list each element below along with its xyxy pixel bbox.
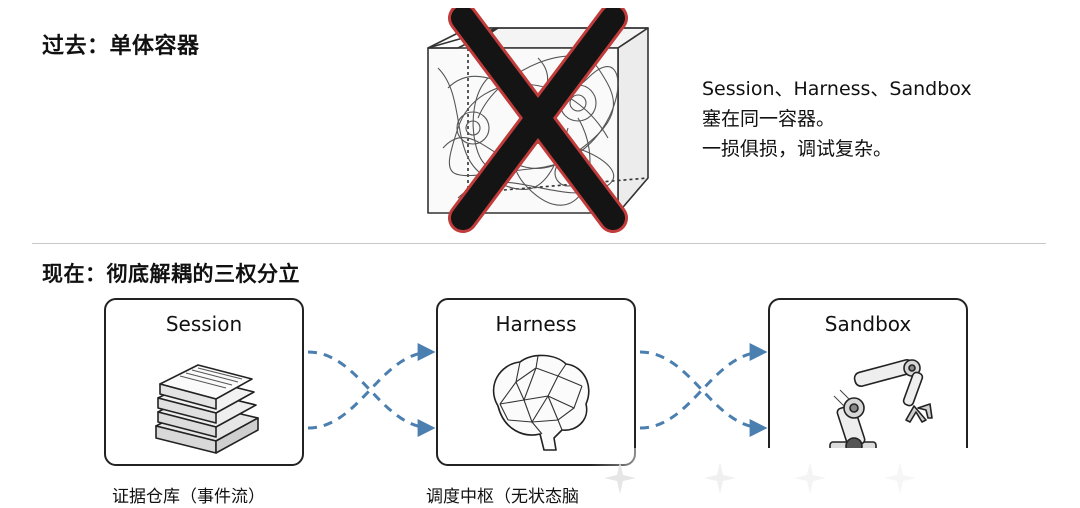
section-divider <box>32 243 1046 244</box>
past-description-line: 一损俱损，调试复杂。 <box>702 138 893 160</box>
past-description-line: 塞在同一容器。 <box>702 108 836 130</box>
cross-mark-icon <box>448 8 628 233</box>
present-section-title: 现在：彻底解耦的三权分立 <box>42 262 300 286</box>
harness-card-title: Harness <box>495 312 577 336</box>
flow-arrow-harness-to-sandbox-lower <box>639 343 768 430</box>
sandbox-card: Sandbox <box>768 298 968 466</box>
gradient-fade-overlay <box>590 448 1080 508</box>
flow-arrow-harness-to-sandbox-upper <box>639 350 768 437</box>
past-section-title: 过去：单体容器 <box>42 34 200 59</box>
harness-card: Harness <box>436 298 636 466</box>
sparkle-icon <box>884 462 916 494</box>
sandbox-card-title: Sandbox <box>824 312 912 336</box>
session-card-title: Session <box>165 312 243 336</box>
session-card: Session <box>104 298 304 466</box>
flow-arrow-session-to-harness-upper <box>307 350 436 437</box>
brain-icon <box>492 354 590 451</box>
harness-caption: 调度中枢（无状态脑 <box>426 487 579 507</box>
monolith-cube-icon <box>427 8 649 233</box>
sparkle-icon <box>704 462 736 494</box>
sparkle-icon <box>794 462 826 494</box>
flow-arrow-session-to-harness-lower <box>307 343 436 430</box>
session-caption: 证据仓库（事件流） <box>112 487 265 507</box>
document-stack-icon <box>155 364 259 454</box>
past-description-line: Session、Harness、Sandbox <box>702 78 972 100</box>
sparkle-icon <box>604 462 636 494</box>
